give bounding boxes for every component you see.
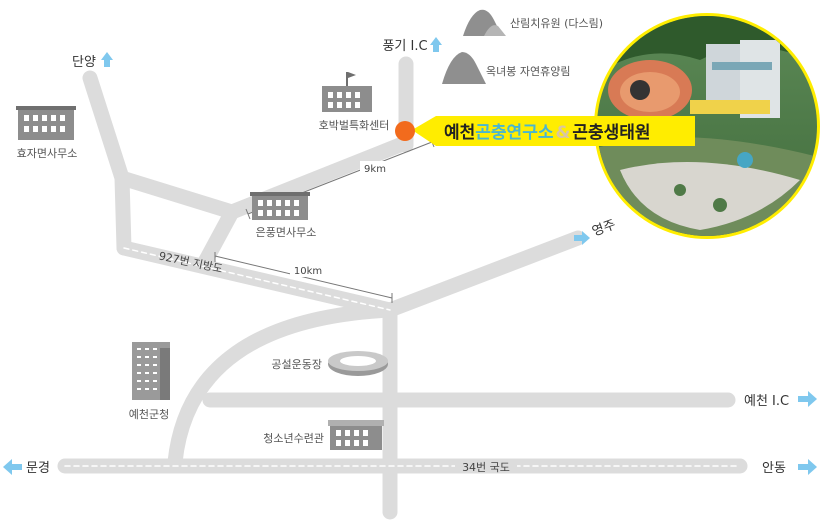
forest-label-2: 옥녀봉 자연휴양림 xyxy=(486,65,570,78)
dest-yecheon-ic: 예천 I.C xyxy=(744,394,789,409)
tower-building-icon xyxy=(132,342,170,400)
office-building-icon xyxy=(250,192,310,220)
label-eunpung-office: 은풍면사무소 xyxy=(256,226,317,239)
direction-arrow-icon xyxy=(3,459,22,475)
direction-arrow-icon xyxy=(798,391,817,407)
dest-punggi-ic: 풍기 I.C xyxy=(382,39,427,54)
road-danyang xyxy=(82,70,132,256)
banner-part1: 예천 xyxy=(444,123,475,143)
distance-9km: 9km xyxy=(364,164,386,175)
direction-arrow-icon xyxy=(101,52,113,67)
road-yeongju xyxy=(382,230,586,318)
road-hyoja-link xyxy=(114,170,240,220)
dest-yeongju: 영주 xyxy=(590,217,618,239)
stadium-icon xyxy=(328,351,388,376)
road-arc-west xyxy=(167,302,398,470)
location-marker-icon xyxy=(395,121,415,141)
distance-10km: 10km xyxy=(294,266,322,277)
label-amber-center: 호박벌특화센터 xyxy=(319,119,390,132)
office-building-icon xyxy=(322,72,372,112)
direction-arrow-icon xyxy=(798,459,817,475)
label-county-office: 예천군청 xyxy=(129,407,169,421)
mountain-icon xyxy=(463,9,506,36)
svg-text:예천곤충연구소&곤충생태원: 예천곤충연구소&곤충생태원 xyxy=(444,123,651,143)
insect-center-banner: 예천곤충연구소&곤충생태원 xyxy=(412,116,695,146)
label-hyoja-office: 효자면사무소 xyxy=(17,147,78,160)
office-building-icon xyxy=(328,420,384,450)
dest-andong: 안동 xyxy=(762,461,786,476)
banner-amp: & xyxy=(555,123,570,143)
banner-part2: 곤충연구소 xyxy=(475,123,554,143)
direction-arrow-icon xyxy=(430,37,442,52)
dest-danyang: 단양 xyxy=(72,55,96,70)
dest-mungyeong: 문경 xyxy=(26,461,50,476)
office-building-icon xyxy=(16,106,76,140)
road-eunpung-south xyxy=(197,204,240,270)
road-label-34: 34번 국도 xyxy=(462,461,510,474)
forest-label-1: 산림치유원 (다스림) xyxy=(510,17,603,30)
label-youth-center: 청소년수련관 xyxy=(263,432,324,445)
banner-part3: 곤충생태원 xyxy=(572,123,650,143)
label-stadium: 공설운동장 xyxy=(271,358,322,371)
direction-arrow-icon xyxy=(574,231,590,245)
road-network xyxy=(57,56,748,520)
mountain-icon xyxy=(442,52,486,84)
